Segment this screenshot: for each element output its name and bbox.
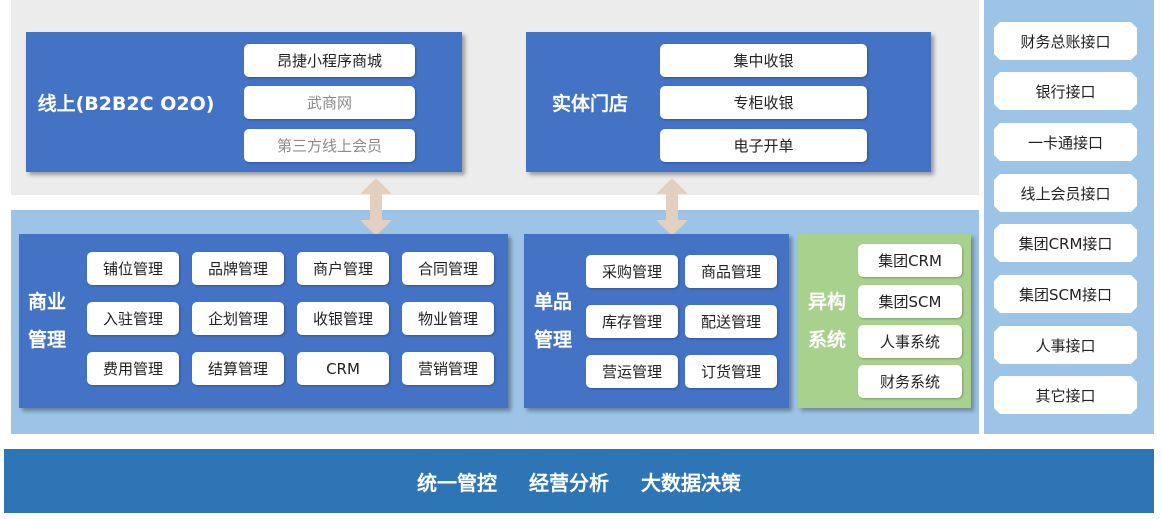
commerce-item: 费用管理 [87,352,179,385]
hetero-item: 集团CRM [858,244,962,277]
hetero-title: 异构 系统 [798,283,856,359]
interface-item: 集团CRM接口 [994,224,1137,262]
single-item: 营运管理 [586,355,678,388]
commerce-item: 品牌管理 [192,252,284,285]
commerce-title-line1: 商业 [27,291,66,313]
commerce-item: 收银管理 [297,302,389,335]
interface-item: 其它接口 [994,376,1137,414]
hetero-title-line1: 异构 [807,291,846,313]
double-arrow-right [656,178,688,236]
online-item-third-party: 第三方线上会员 [244,129,415,162]
store-item-central-cashier: 集中收银 [660,44,867,77]
hetero-box: 异构 系统 集团CRM 集团SCM 人事系统 财务系统 [798,234,971,408]
store-title: 实体门店 [551,92,628,115]
commerce-title-line2: 管理 [27,329,66,351]
commerce-item: 铺位管理 [87,252,179,285]
interface-item: 集团SCM接口 [994,275,1137,313]
interface-item: 一卡通接口 [994,123,1137,161]
commerce-item: CRM [297,352,389,385]
footer-item-unified-control: 统一管控 [417,470,497,495]
interface-panel [984,0,1154,434]
store-item-counter-cashier: 专柜收银 [660,86,867,119]
single-item: 配送管理 [685,305,777,338]
footer-bar: 统一管控 经营分析 大数据决策 [4,449,1154,513]
commerce-item: 商户管理 [297,252,389,285]
online-item-wushang: 武商网 [244,86,415,119]
store-item-e-order: 电子开单 [660,129,867,162]
interface-item: 财务总账接口 [994,22,1137,60]
interface-item: 银行接口 [994,72,1137,110]
store-box: 实体门店 集中收银 专柜收银 电子开单 [526,32,931,172]
single-item: 商品管理 [685,255,777,288]
double-arrow-left [360,178,392,236]
hetero-item: 集团SCM [858,285,962,318]
single-title-line1: 单品 [533,291,572,313]
single-item: 采购管理 [586,255,678,288]
hetero-item: 财务系统 [858,365,962,398]
commerce-item: 结算管理 [192,352,284,385]
commerce-box: 商业 管理 铺位管理 品牌管理 商户管理 合同管理 入驻管理 企划管理 收银管理… [19,234,508,408]
single-item: 库存管理 [586,305,678,338]
interface-item: 人事接口 [994,326,1137,364]
commerce-item: 入驻管理 [87,302,179,335]
commerce-item: 企划管理 [192,302,284,335]
online-box: 线上(B2B2C O2O) 昂捷小程序商城 武商网 第三方线上会员 [26,32,462,172]
single-title-line2: 管理 [533,329,572,351]
interface-item: 线上会员接口 [994,174,1137,212]
footer-item-business-analysis: 经营分析 [529,470,609,495]
hetero-item: 人事系统 [858,325,962,358]
online-title: 线上(B2B2C O2O) [37,92,215,115]
footer-item-big-data-decision: 大数据决策 [641,470,741,495]
single-item-box: 单品 管理 采购管理 商品管理 库存管理 配送管理 营运管理 订货管理 [524,234,789,408]
commerce-item: 合同管理 [402,252,494,285]
online-item-miniapp: 昂捷小程序商城 [244,44,415,77]
commerce-title: 商业 管理 [19,283,75,359]
hetero-title-line2: 系统 [807,329,846,351]
commerce-item: 营销管理 [402,352,494,385]
commerce-item: 物业管理 [402,302,494,335]
single-item: 订货管理 [685,355,777,388]
single-title: 单品 管理 [524,283,582,359]
